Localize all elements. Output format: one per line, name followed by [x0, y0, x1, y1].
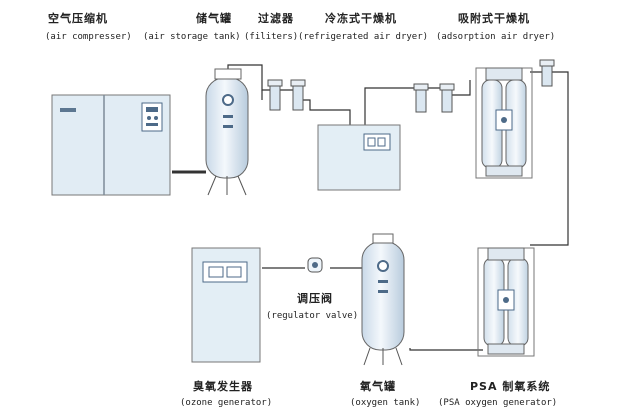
- refrigerated-dryer: [317, 124, 401, 191]
- ozone-generator-label-en: (ozone generator): [180, 398, 273, 408]
- psa-generator-label-en: (PSA oxygen generator): [438, 398, 558, 408]
- refrigerated-dryer-label-en: (refrigerated air dryer): [298, 32, 429, 42]
- air-compressor-label-cn: 空气压缩机: [48, 12, 108, 25]
- psa-oxygen-generator: [477, 247, 535, 357]
- regulator-valve: [307, 257, 323, 273]
- psa-generator-label-cn: PSA 制氧系统: [470, 380, 551, 393]
- oxygen-tank-label-cn: 氧气罐: [360, 380, 396, 393]
- air-compressor: [51, 94, 171, 196]
- filter-pair-1: [267, 79, 306, 111]
- filters-label-en: (filiters): [244, 32, 299, 42]
- filter-pair-2: [413, 83, 455, 113]
- filter-single: [539, 59, 555, 87]
- air-storage-tank: [205, 68, 249, 196]
- regulator-valve-label-cn: 调压阀: [297, 292, 333, 305]
- regulator-valve-label-en: (regulator valve): [266, 311, 359, 321]
- oxygen-tank: [361, 233, 405, 366]
- air-storage-tank-label-en: (air storage tank): [143, 32, 241, 42]
- refrigerated-dryer-label-cn: 冷冻式干燥机: [325, 12, 397, 25]
- adsorption-dryer-label-en: (adsorption air dryer): [436, 32, 556, 42]
- oxygen-tank-label-en: (oxygen tank): [350, 398, 421, 408]
- air-storage-tank-label-cn: 储气罐: [196, 12, 232, 25]
- air-compressor-label-en: (air compresser): [45, 32, 132, 42]
- adsorption-dryer: [475, 67, 533, 179]
- ozone-generator-label-cn: 臭氧发生器: [193, 380, 253, 393]
- filters-label-cn: 过滤器: [258, 12, 294, 25]
- adsorption-dryer-label-cn: 吸附式干燥机: [458, 12, 530, 25]
- ozone-generator: [191, 247, 261, 363]
